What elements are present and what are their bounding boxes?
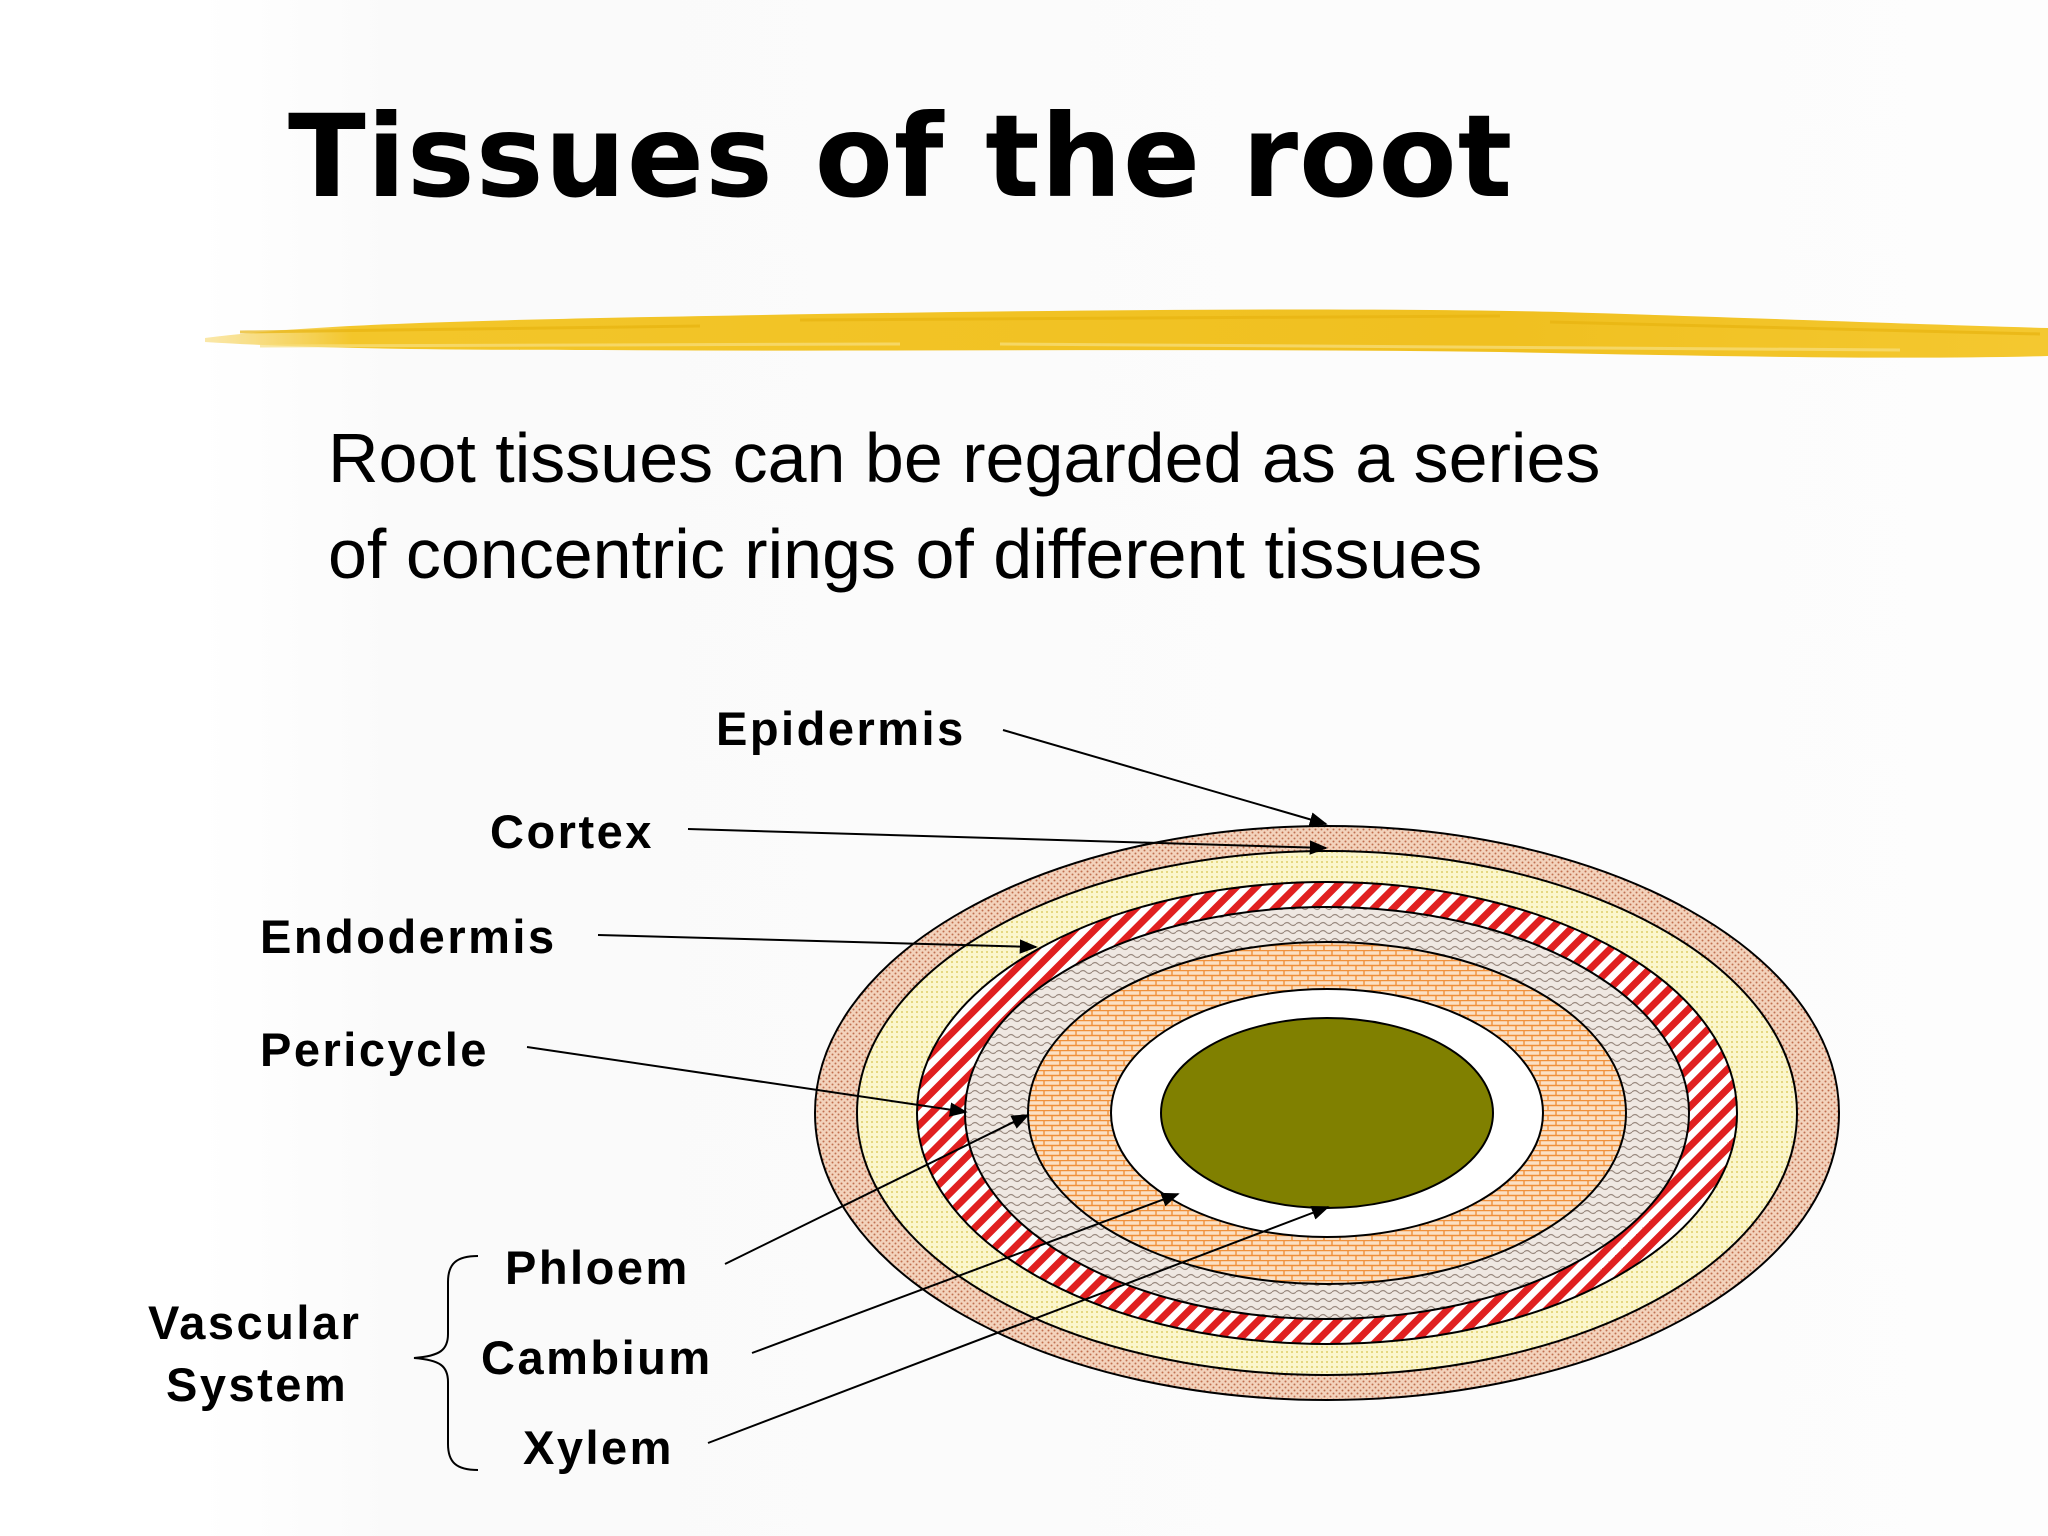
endodermis-label: Endodermis bbox=[260, 910, 557, 963]
cortex-arrow bbox=[687, 828, 1328, 855]
phloem-label: Phloem bbox=[505, 1241, 690, 1294]
vascular-system-label-line1: Vascular bbox=[148, 1296, 361, 1349]
epidermis-label: Epidermis bbox=[716, 702, 966, 755]
cortex-label: Cortex bbox=[490, 805, 654, 858]
body-text: Root tissues can be regarded as a series… bbox=[328, 410, 1828, 602]
cambium-arrow bbox=[751, 1192, 1180, 1354]
slide-title: Tissues of the root bbox=[288, 90, 1514, 223]
vascular-system-label-line2: System bbox=[166, 1358, 348, 1411]
phloem-arrow bbox=[724, 1114, 1030, 1265]
cambium-label: Cambium bbox=[481, 1331, 713, 1384]
body-line-2: of concentric rings of different tissues bbox=[328, 515, 1483, 593]
vascular-system-brace bbox=[413, 1255, 479, 1471]
pericycle-arrow bbox=[526, 1046, 968, 1117]
xylem-arrow bbox=[707, 1206, 1330, 1444]
pericycle-label: Pericycle bbox=[260, 1023, 489, 1076]
xylem-label: Xylem bbox=[523, 1421, 674, 1474]
epidermis-arrow bbox=[1002, 729, 1328, 827]
xylem-core bbox=[1160, 1017, 1494, 1209]
endodermis-arrow bbox=[597, 934, 1038, 954]
body-line-1: Root tissues can be regarded as a series bbox=[328, 419, 1601, 497]
title-underline-brush bbox=[205, 309, 2048, 358]
